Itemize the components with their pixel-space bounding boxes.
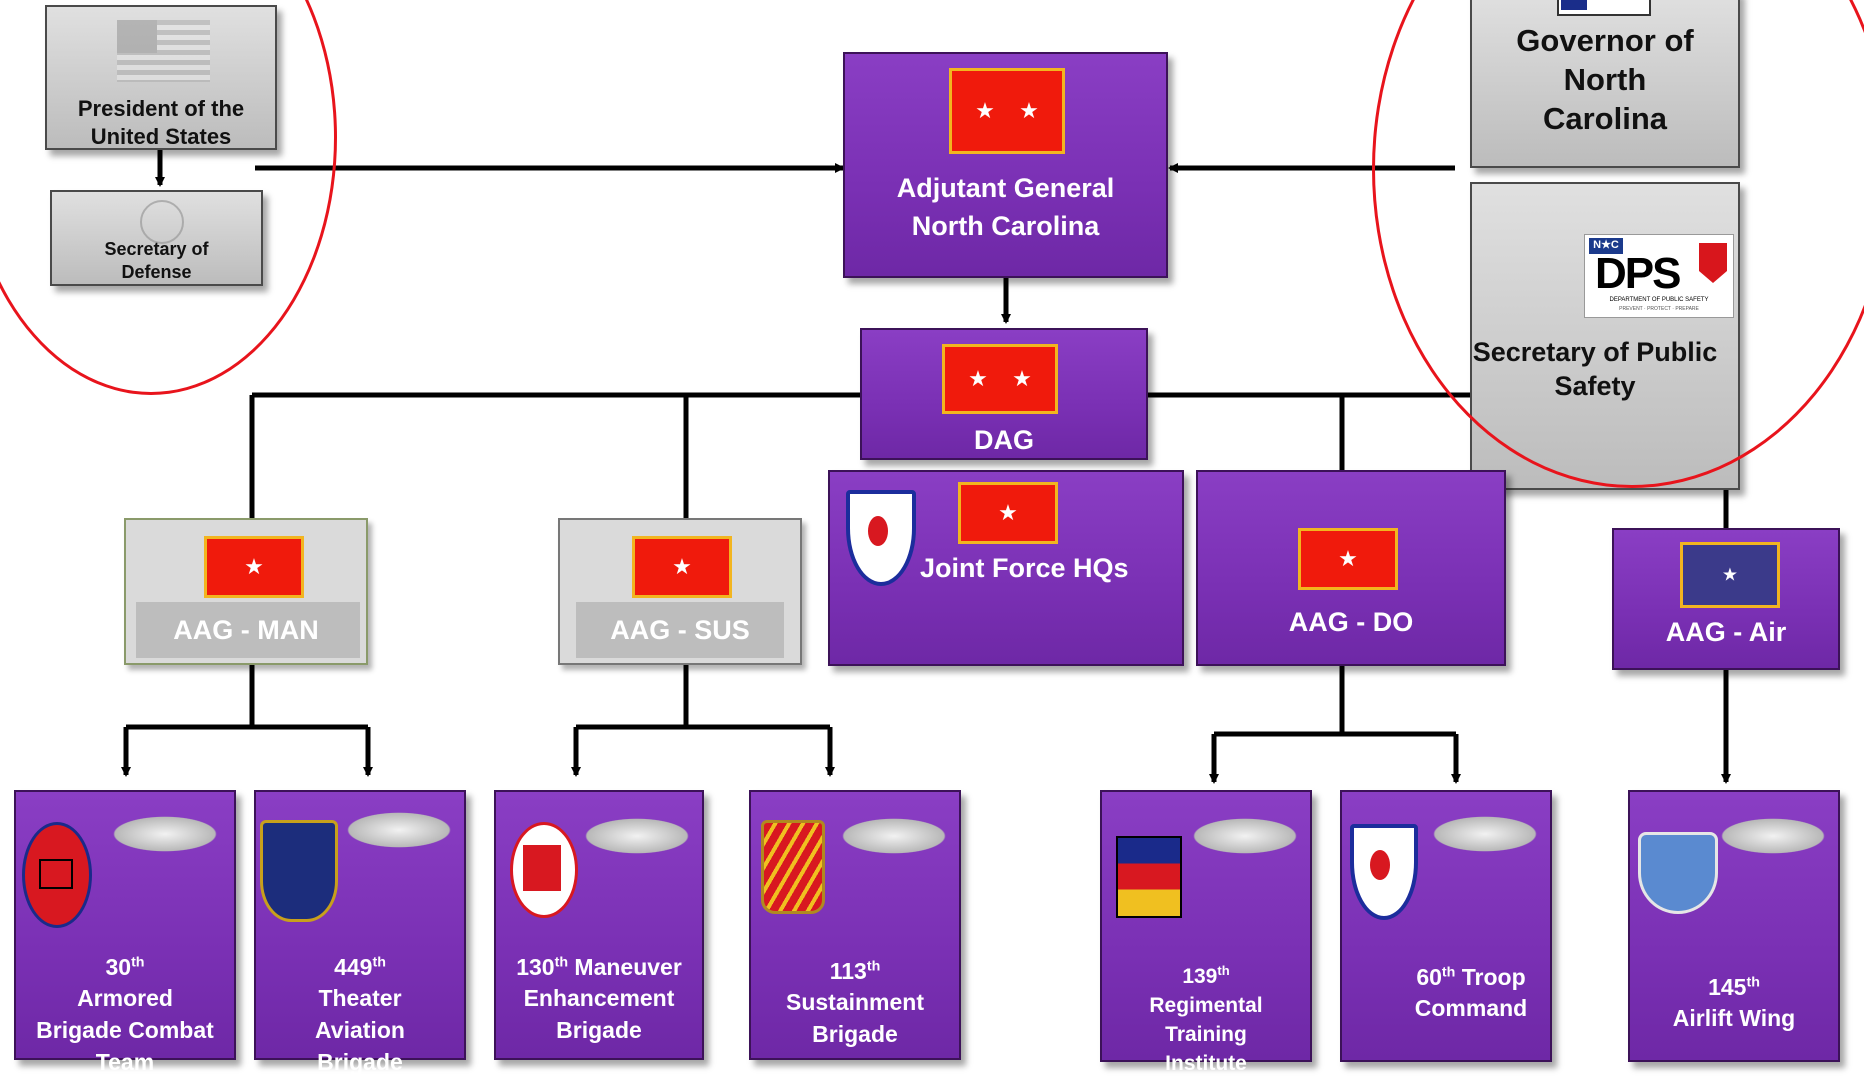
aag-man-label: AAG - MAN — [173, 615, 319, 645]
aag-sus-label: AAG - SUS — [610, 615, 750, 645]
aag-air-box: ★ AAG - Air — [1612, 528, 1840, 670]
139th-rti-insignia-icon — [1116, 836, 1182, 918]
ag-subtitle: North Carolina — [911, 211, 1100, 241]
ag-title: Adjutant General — [896, 173, 1115, 203]
one-star-air-flag: ★ — [1680, 542, 1780, 608]
unit-60th-label: 60th Troop Command — [1414, 963, 1528, 1022]
colonel-eagle-icon — [106, 814, 224, 854]
colonel-eagle-icon — [578, 816, 696, 856]
nc-guard-insignia-icon — [846, 490, 916, 586]
aag-man-box: ★ AAG - MAN — [124, 518, 368, 665]
145th-airlift-insignia-icon — [1638, 832, 1718, 914]
joint-force-hqs-label: Joint Force HQs — [920, 553, 1129, 583]
colonel-eagle-icon — [1714, 816, 1832, 856]
449th-aviation-insignia-icon — [260, 820, 338, 922]
aag-air-label: AAG - Air — [1665, 617, 1787, 647]
colonel-eagle-icon — [835, 816, 953, 856]
colonel-eagle-icon — [1186, 816, 1304, 856]
one-star-flag: ★ — [1298, 528, 1398, 590]
unit-130th-box: 130th Maneuver Enhancement Brigade — [494, 790, 704, 1060]
one-star-flag: ★ — [204, 536, 304, 598]
aag-man-label-bar — [136, 602, 360, 658]
30th-armored-insignia-icon — [22, 822, 92, 928]
adjutant-general-box: ★★ Adjutant General North Carolina — [843, 52, 1168, 278]
dag-box: ★★ DAG — [860, 328, 1148, 460]
aag-sus-label-bar — [576, 602, 784, 658]
130th-meb-insignia-icon — [510, 822, 578, 918]
nc-guard-insignia-icon — [1350, 824, 1418, 920]
two-star-flag: ★★ — [949, 68, 1065, 154]
one-star-flag: ★ — [958, 482, 1058, 544]
unit-130th-label: 130th Maneuver Enhancement Brigade — [516, 953, 682, 1044]
aag-do-box: ★ AAG - DO — [1196, 470, 1506, 666]
113th-sustainment-insignia-icon — [761, 820, 825, 914]
colonel-eagle-icon — [1426, 814, 1544, 854]
aag-do-label: AAG - DO — [1288, 607, 1414, 637]
dag-label: DAG — [974, 425, 1034, 455]
joint-force-hqs-box: ★ Joint Force HQs — [828, 470, 1184, 666]
one-star-flag: ★ — [632, 536, 732, 598]
two-star-flag: ★★ — [942, 344, 1058, 414]
unit-60th-box: 60th Troop Command — [1340, 790, 1552, 1062]
colonel-eagle-icon — [340, 810, 458, 850]
aag-sus-box: ★ AAG - SUS — [558, 518, 802, 665]
